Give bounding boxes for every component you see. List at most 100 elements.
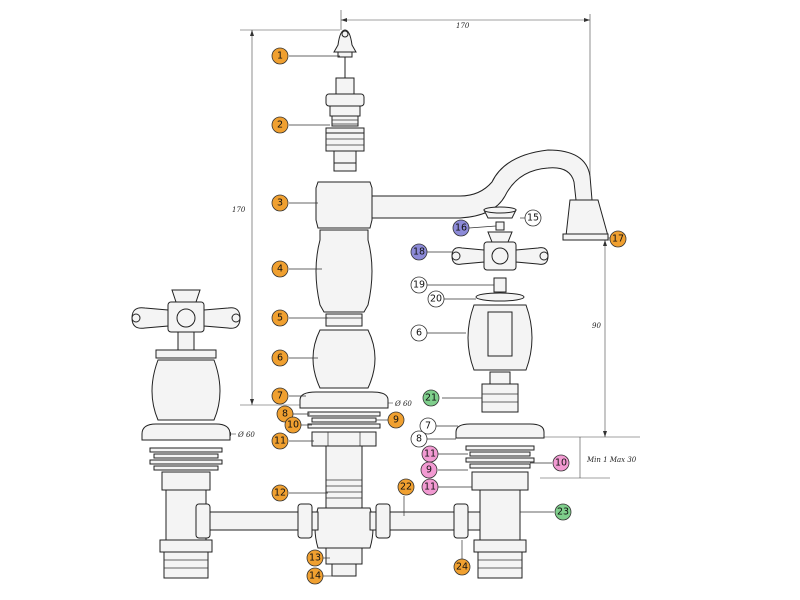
callout-number: 7 (277, 391, 283, 402)
callout-6: 6 (271, 349, 289, 367)
callout-number: 24 (456, 562, 468, 573)
callout-18: 18 (410, 243, 428, 261)
callout-5: 5 (271, 309, 289, 327)
callout-6: 6 (410, 324, 428, 342)
callout-number: 4 (277, 264, 283, 275)
left-handle-assembly (131, 289, 241, 579)
callout-number: 2 (277, 120, 283, 131)
callout-bubble (420, 461, 438, 479)
callout-16: 16 (452, 219, 470, 237)
callout-number: 8 (282, 409, 288, 420)
callout-bubble (271, 116, 289, 134)
callout-11: 11 (271, 432, 289, 450)
callout-bubble (271, 260, 289, 278)
callout-9: 9 (387, 411, 405, 429)
callout-number: 17 (612, 234, 624, 245)
callout-number: 10 (287, 420, 299, 431)
callout-bubble (387, 411, 405, 429)
dimension-height-label: 170 (232, 206, 246, 214)
callout-bubble (609, 230, 627, 248)
callout-bubble (306, 567, 324, 585)
callout-number: 18 (413, 247, 425, 258)
callout-19: 19 (410, 276, 428, 294)
callout-number: 15 (527, 213, 539, 224)
connecting-pipes (195, 503, 481, 539)
callout-bubble (421, 478, 439, 496)
callout-bubble (427, 290, 445, 308)
callout-4: 4 (271, 260, 289, 278)
callout-bubble (271, 387, 289, 405)
callout-14: 14 (306, 567, 324, 585)
callout-23: 23 (554, 503, 572, 521)
callout-21: 21 (422, 389, 440, 407)
callout-bubble (271, 484, 289, 502)
callout-17: 17 (609, 230, 627, 248)
callout-bubble (410, 430, 428, 448)
callout-number: 6 (416, 328, 422, 339)
callout-bubble (554, 503, 572, 521)
callout-10: 10 (552, 454, 570, 472)
callout-bubble (453, 558, 471, 576)
right-handle-assembly (451, 206, 549, 579)
callout-bubble (410, 324, 428, 342)
callout-bubble (284, 416, 302, 434)
callout-number: 13 (309, 553, 321, 564)
callout-bubble (552, 454, 570, 472)
callout-13: 13 (306, 549, 324, 567)
callout-8: 8 (410, 430, 428, 448)
callout-bubble (271, 194, 289, 212)
callout-number: 11 (274, 436, 286, 447)
callout-bubble (452, 219, 470, 237)
callout-number: 7 (425, 421, 431, 432)
callout-bubble (524, 209, 542, 227)
callout-22: 22 (397, 478, 415, 496)
callout-24: 24 (453, 558, 471, 576)
callout-bubble (419, 417, 437, 435)
callout-1: 1 (271, 47, 289, 65)
callout-number: 6 (277, 353, 283, 364)
callout-number: 9 (426, 465, 432, 476)
callout-9: 9 (420, 461, 438, 479)
leader-lines (289, 55, 612, 577)
callout-number: 9 (393, 415, 399, 426)
callout-10: 10 (284, 416, 302, 434)
callout-bubble (410, 276, 428, 294)
callout-bubble (306, 549, 324, 567)
callout-number: 22 (400, 482, 412, 493)
callout-number: 19 (413, 280, 425, 291)
callout-number: 1 (277, 51, 283, 62)
callout-7: 7 (271, 387, 289, 405)
callout-3: 3 (271, 194, 289, 212)
callout-2: 2 (271, 116, 289, 134)
callout-number: 8 (416, 434, 422, 445)
callout-number: 11 (424, 482, 436, 493)
dimension-deck-thickness-label: Min 1 Max 30 (586, 456, 637, 464)
callout-bubble (410, 243, 428, 261)
callout-12: 12 (271, 484, 289, 502)
dimension-diameter-left-label: Ø 60 (237, 431, 255, 439)
callout-number: 14 (309, 571, 321, 582)
callout-11: 11 (421, 445, 439, 463)
callout-11: 11 (421, 478, 439, 496)
callout-number: 16 (455, 223, 467, 234)
callout-number: 20 (430, 294, 442, 305)
callout-bubble (271, 309, 289, 327)
callout-number: 11 (424, 449, 436, 460)
dimension-spout-height-label: 90 (592, 322, 601, 330)
center-column-assembly (299, 29, 609, 577)
callout-bubble (271, 432, 289, 450)
dimension-width-label: 170 (456, 22, 470, 30)
callout-number: 5 (277, 313, 283, 324)
callout-number: 3 (277, 198, 283, 209)
callout-bubble (397, 478, 415, 496)
callout-number: 12 (274, 488, 286, 499)
callout-bubble (271, 47, 289, 65)
callout-15: 15 (524, 209, 542, 227)
dimension-texts: 170 170 90 Min 1 Max 30 Ø 60 Ø 60 (232, 22, 637, 464)
callout-20: 20 (427, 290, 445, 308)
callout-bubble (271, 349, 289, 367)
callout-number: 23 (557, 507, 569, 518)
